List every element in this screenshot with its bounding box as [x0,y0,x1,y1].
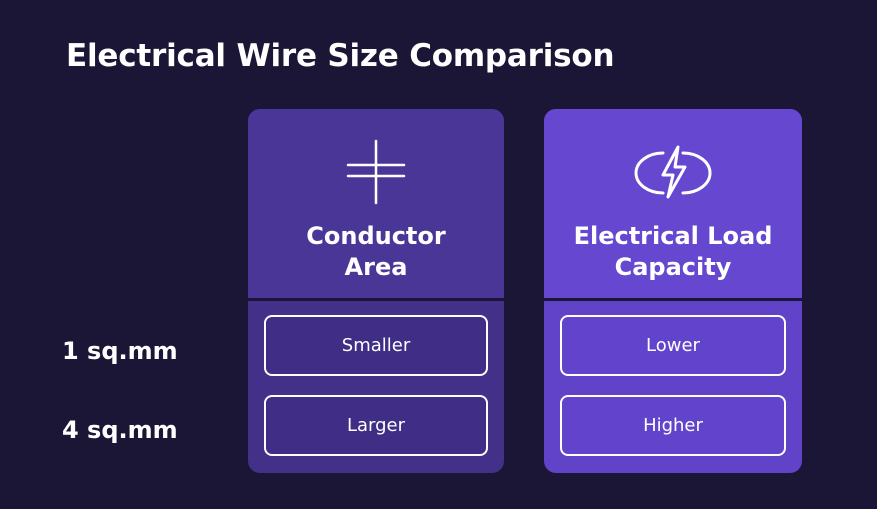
column-title-line: Capacity [614,253,732,281]
page-title: Electrical Wire Size Comparison [66,38,615,74]
column-electrical-load-capacity: Electrical Load Capacity Lower Higher [544,109,802,473]
column-divider [544,298,802,301]
column-divider [248,298,504,301]
cell-conductor-4sqmm: Larger [264,395,488,456]
column-header: Conductor Area [248,109,504,298]
cell-load-1sqmm: Lower [560,315,786,376]
column-conductor-area: Conductor Area Smaller Larger [248,109,504,473]
row-label-1sqmm: 1 sq.mm [62,337,178,365]
cell-conductor-1sqmm: Smaller [264,315,488,376]
column-title-line: Electrical Load [573,222,773,250]
column-title: Electrical Load Capacity [544,221,802,283]
column-title: Conductor Area [248,221,504,283]
row-label-4sqmm: 4 sq.mm [62,416,178,444]
conductor-cross-icon [346,139,406,205]
cell-load-4sqmm: Higher [560,395,786,456]
column-title-line: Area [344,253,408,281]
lightning-bolt-icon [634,145,712,199]
column-title-line: Conductor [306,222,446,250]
column-header: Electrical Load Capacity [544,109,802,298]
